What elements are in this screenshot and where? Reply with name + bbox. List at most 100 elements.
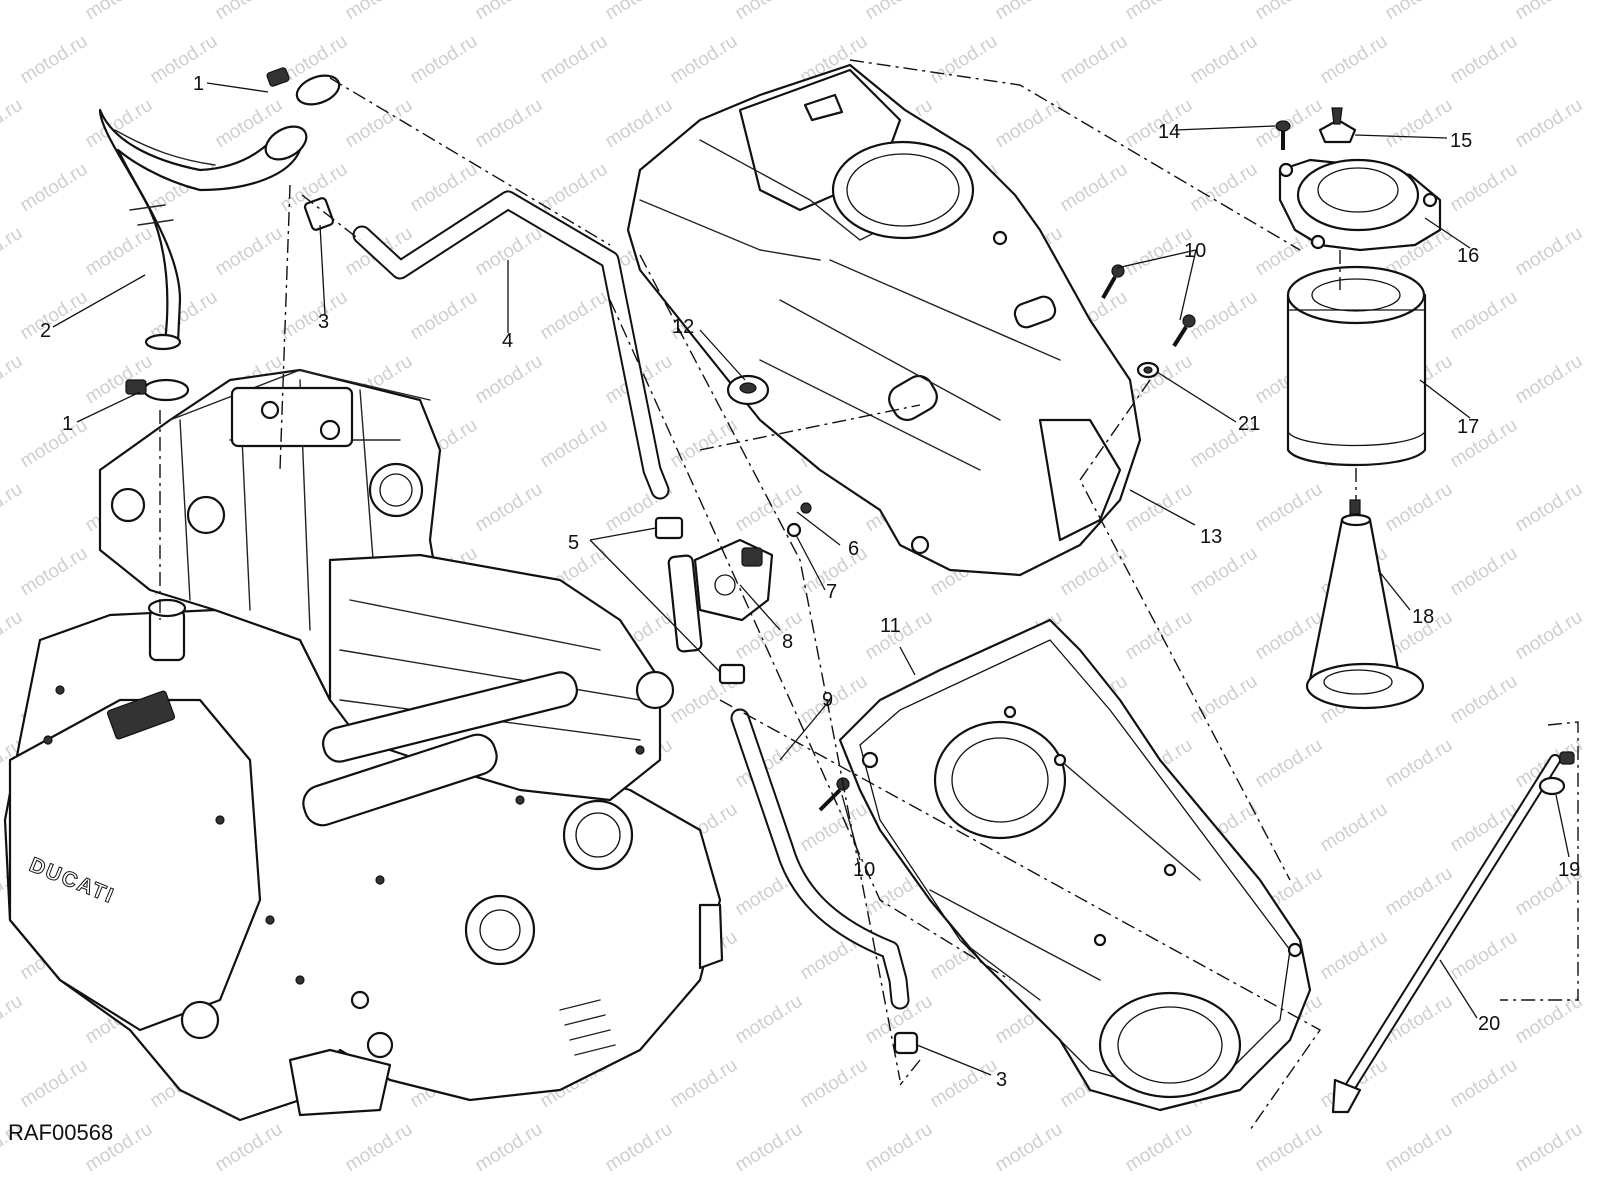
watermark-text: motod.ru [1382, 479, 1457, 537]
watermark-text: motod.ru [667, 1055, 742, 1113]
cover-screw-b [1172, 314, 1196, 348]
watermark-text: motod.ru [0, 607, 26, 665]
drain-tube-clamp [1538, 751, 1575, 796]
valve-screw [800, 502, 812, 514]
watermark-text: motod.ru [1447, 287, 1522, 345]
watermark-text: motod.ru [17, 415, 92, 473]
watermark-text: motod.ru [1317, 799, 1392, 857]
callout-13: 13 [1200, 526, 1222, 548]
watermark-text: motod.ru [537, 287, 612, 345]
watermark-text: motod.ru [1122, 0, 1197, 24]
watermark-text: motod.ru [537, 31, 612, 89]
watermark-text: motod.ru [82, 223, 157, 281]
watermark-text: motod.ru [1382, 1119, 1457, 1177]
pipe-nut-upper [654, 516, 684, 540]
washer [1136, 361, 1160, 379]
breather-pipe [352, 190, 670, 500]
callout-8: 8 [782, 631, 793, 653]
watermark-text: motod.ru [992, 0, 1067, 24]
leader-lines [52, 82, 1570, 1076]
callout-20: 20 [1478, 1013, 1500, 1035]
filter-cap-clip [1318, 107, 1357, 144]
watermark-text: motod.ru [472, 0, 547, 24]
watermark-text: motod.ru [1187, 159, 1262, 217]
watermark-text: motod.ru [1512, 479, 1587, 537]
hose-connector-lower [893, 1031, 919, 1055]
watermark-text: motod.ru [797, 799, 872, 857]
watermark-text: motod.ru [1057, 159, 1132, 217]
watermark-text: motod.ru [602, 0, 677, 24]
filter-cap-screw [1275, 120, 1291, 150]
pipe-nut-lower [718, 663, 746, 685]
watermark-text: motod.ru [1122, 607, 1197, 665]
watermark-text: motod.ru [1447, 671, 1522, 729]
callout-12: 12 [672, 316, 694, 338]
grommet [726, 374, 770, 406]
watermark-text: motod.ru [1512, 1119, 1587, 1177]
watermark-text: motod.ru [0, 991, 26, 1049]
lower-breather-hose [730, 708, 910, 1010]
watermark-text: motod.ru [277, 287, 352, 345]
watermark-text: motod.ru [1252, 479, 1327, 537]
watermark-text: motod.ru [82, 0, 157, 24]
valve-washer [786, 522, 802, 538]
watermark-text: motod.ru [1382, 735, 1457, 793]
watermark-text: motod.ru [1187, 543, 1262, 601]
watermark-text: motod.ru [212, 223, 287, 281]
watermark-text: motod.ru [1382, 0, 1457, 24]
watermark-text: motod.ru [0, 479, 26, 537]
watermark-text: motod.ru [602, 95, 677, 153]
airbox-cover [626, 63, 1142, 577]
callout-16: 16 [1457, 245, 1479, 267]
watermark-text: motod.ru [1512, 607, 1587, 665]
callout-labels: 1 1 2 3 3 4 5 6 7 8 9 10 10 11 12 13 14 … [40, 73, 1580, 1091]
cover-screw-a [1101, 264, 1125, 299]
callout-15: 15 [1450, 130, 1472, 152]
watermark-text: motod.ru [82, 351, 157, 409]
watermark-text: motod.ru [472, 223, 547, 281]
watermark-text: motod.ru [17, 1055, 92, 1113]
watermark-text: motod.ru [862, 1119, 937, 1177]
callout-3-top: 3 [318, 311, 329, 333]
watermark-text: motod.ru [1187, 287, 1262, 345]
hose-clamp-lower [125, 378, 190, 402]
watermark-text: motod.ru [212, 1119, 287, 1177]
watermark-text: motod.ru [1447, 543, 1522, 601]
watermark-text: motod.ru [342, 1119, 417, 1177]
intake-funnel [1305, 499, 1425, 710]
watermark-text: motod.ru [17, 287, 92, 345]
callout-11: 11 [880, 615, 901, 637]
callout-19: 19 [1558, 859, 1580, 881]
watermark-text: motod.ru [17, 159, 92, 217]
filter-cover-plate [1278, 158, 1442, 252]
watermark-text: motod.ru [797, 1055, 872, 1113]
diagram-code: RAF00568 [8, 1120, 113, 1145]
watermark-text: motod.ru [342, 0, 417, 24]
watermark-text: motod.ru [1512, 223, 1587, 281]
watermark-text: motod.ru [1512, 95, 1587, 153]
watermark-text: motod.ru [407, 159, 482, 217]
hose-connector-upper [303, 197, 335, 231]
callout-18: 18 [1412, 606, 1434, 628]
callout-7: 7 [826, 581, 837, 603]
watermark-text: motod.ru [0, 223, 26, 281]
watermark-text: motod.ru [17, 31, 92, 89]
callout-6: 6 [848, 538, 859, 560]
watermark-text: motod.ru [1187, 31, 1262, 89]
watermark-text: motod.ru [147, 31, 222, 89]
watermark-text: motod.ru [732, 0, 807, 24]
watermark-text: motod.ru [992, 1119, 1067, 1177]
watermark-text: motod.ru [0, 95, 26, 153]
watermark-text: motod.ru [1057, 31, 1132, 89]
watermark-text: motod.ru [1252, 0, 1327, 24]
watermark-text: motod.ru [472, 95, 547, 153]
watermark-text: motod.ru [1382, 863, 1457, 921]
watermark-text: motod.ru [1382, 95, 1457, 153]
watermark-text: motod.ru [1512, 0, 1587, 24]
callout-1-bottom: 1 [62, 413, 73, 435]
watermark-text: motod.ru [1447, 31, 1522, 89]
watermark-text: motod.ru [1252, 1119, 1327, 1177]
watermark-text: motod.ru [1447, 1055, 1522, 1113]
airbox-lower-housing [838, 618, 1312, 1112]
